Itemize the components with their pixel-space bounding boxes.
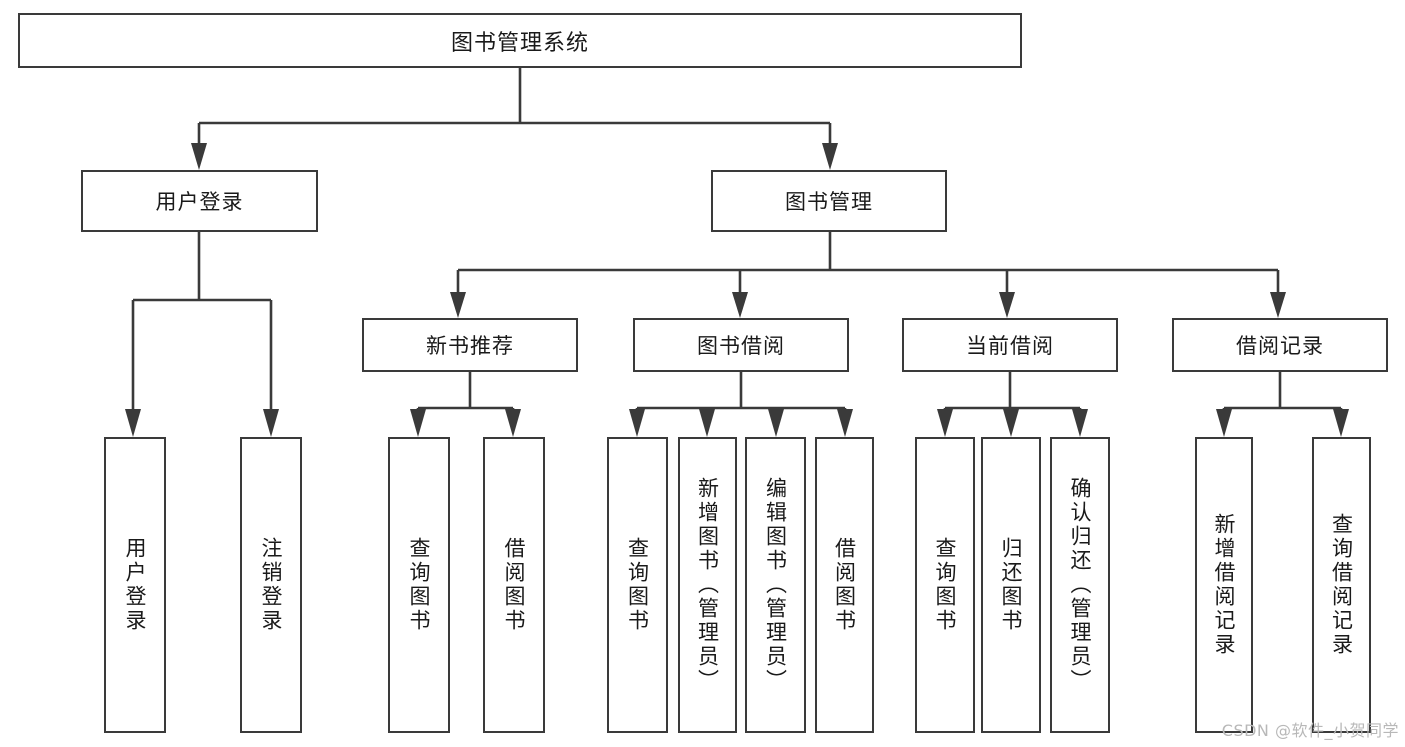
node-leaf-confirm-return[interactable]: 确认归还（管理员） <box>1050 437 1110 733</box>
leaf-label: 编辑图书（管理员） <box>763 477 788 693</box>
leaf-label: 查询借阅记录 <box>1329 513 1354 657</box>
node-new-book-recommend[interactable]: 新书推荐 <box>362 318 578 372</box>
node-leaf-user-login[interactable]: 用户登录 <box>104 437 166 733</box>
node-current-borrow[interactable]: 当前借阅 <box>902 318 1118 372</box>
node-leaf-borrow-book-2[interactable]: 借阅图书 <box>815 437 874 733</box>
node-leaf-query-book-3[interactable]: 查询图书 <box>915 437 975 733</box>
leaf-label: 借阅图书 <box>832 537 857 633</box>
node-leaf-borrow-book-1[interactable]: 借阅图书 <box>483 437 545 733</box>
leaf-label: 新增图书（管理员） <box>695 477 720 693</box>
node-user-login[interactable]: 用户登录 <box>81 170 318 232</box>
watermark: CSDN @软件_小贺同学 <box>1221 721 1399 740</box>
leaf-label: 归还图书 <box>999 537 1024 633</box>
node-borrow-record[interactable]: 借阅记录 <box>1172 318 1388 372</box>
leaf-label: 查询图书 <box>625 537 650 633</box>
node-leaf-edit-book[interactable]: 编辑图书（管理员） <box>745 437 806 733</box>
node-book-manage[interactable]: 图书管理 <box>711 170 947 232</box>
leaf-label: 用户登录 <box>123 537 148 633</box>
node-leaf-return-book[interactable]: 归还图书 <box>981 437 1041 733</box>
node-leaf-add-record[interactable]: 新增借阅记录 <box>1195 437 1253 733</box>
leaf-label: 新增借阅记录 <box>1212 513 1237 657</box>
leaf-label: 查询图书 <box>407 537 432 633</box>
node-leaf-query-book-1[interactable]: 查询图书 <box>388 437 450 733</box>
leaf-label: 查询图书 <box>933 537 958 633</box>
node-leaf-query-record[interactable]: 查询借阅记录 <box>1312 437 1371 733</box>
leaf-label: 借阅图书 <box>502 537 527 633</box>
node-leaf-query-book-2[interactable]: 查询图书 <box>607 437 668 733</box>
node-book-borrow[interactable]: 图书借阅 <box>633 318 849 372</box>
node-root[interactable]: 图书管理系统 <box>18 13 1022 68</box>
node-leaf-add-book[interactable]: 新增图书（管理员） <box>678 437 737 733</box>
node-leaf-user-logout[interactable]: 注销登录 <box>240 437 302 733</box>
leaf-label: 注销登录 <box>259 537 284 633</box>
leaf-label: 确认归还（管理员） <box>1068 477 1093 693</box>
